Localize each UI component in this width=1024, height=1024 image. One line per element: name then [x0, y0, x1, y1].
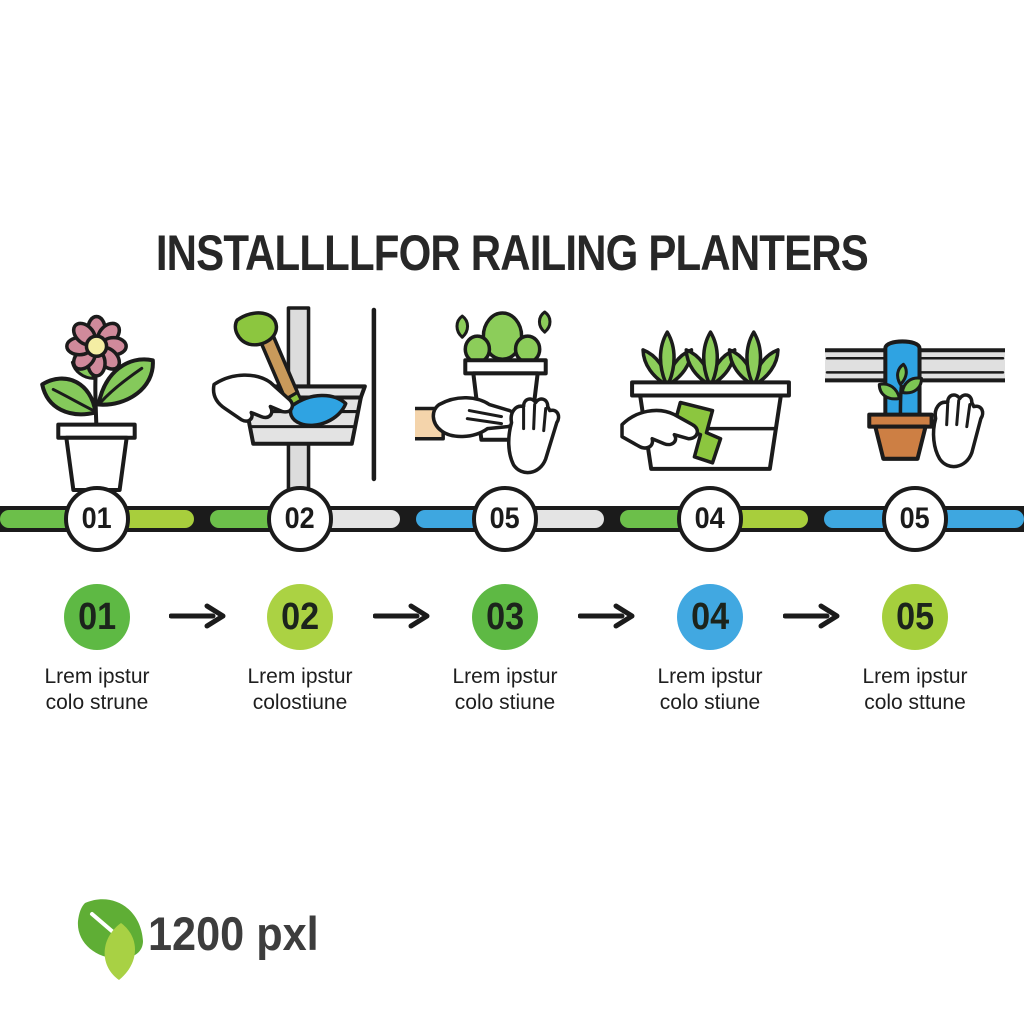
step-caption-5: Lrem ipstur colo sttune: [810, 664, 1020, 716]
step-number-4: 04: [690, 595, 730, 638]
timeline-marker-3-label: 05: [489, 502, 521, 535]
step-caption-3-line1: Lrem ipstur: [452, 665, 558, 688]
timeline-marker-2: 02: [267, 486, 333, 552]
hands-holding-pot-svg: [411, 310, 561, 475]
timeline-marker-4: 04: [677, 486, 743, 552]
trowel-planter-icon: [210, 306, 390, 492]
page-title-text: INSTALLLLFOR RAILING PLANTERS: [155, 225, 869, 281]
step-number-1: 01: [77, 595, 117, 638]
leaf-logo-icon: [55, 893, 150, 983]
step-number-3: 03: [485, 595, 525, 638]
step-caption-1: Lrem ipstur colo strune: [0, 664, 202, 716]
timeline-marker-1: 01: [64, 486, 130, 552]
planter-bracket-icon: [620, 306, 800, 492]
step-circle-4: 04: [677, 584, 743, 650]
brand-text: 1200 pxl: [148, 906, 334, 961]
brand-text-label: 1200 pxl: [148, 907, 319, 960]
arrow-right-icon: [577, 603, 638, 629]
timeline-marker-5: 05: [882, 486, 948, 552]
step-circle-1: 01: [64, 584, 130, 650]
step-circle-2: 02: [267, 584, 333, 650]
planter-bracket-svg: [620, 330, 791, 471]
trowel-planter-svg: [211, 306, 377, 492]
leaf-logo-svg: [77, 899, 143, 980]
step-caption-5-line1: Lrem ipstur: [862, 665, 968, 688]
step-caption-4-line2: colo stiune: [659, 691, 761, 714]
step-caption-3: Lrem ipstur colo stiune: [400, 664, 610, 716]
step-caption-2: Lrem ipstur colostiune: [195, 664, 405, 716]
step-circle-3: 03: [472, 584, 538, 650]
step-caption-4: Lrem ipstur colo stiune: [605, 664, 815, 716]
step-circle-5: 05: [882, 584, 948, 650]
step-number-2: 02: [280, 595, 320, 638]
step-caption-2-line1: Lrem ipstur: [247, 665, 353, 688]
timeline-marker-1-label: 01: [81, 502, 113, 535]
hanging-pot-rail-svg: [818, 339, 1012, 469]
step-caption-1-line1: Lrem ipstur: [44, 665, 150, 688]
arrow-right-icon: [782, 603, 843, 629]
arrow-right-icon: [168, 603, 229, 629]
timeline-marker-2-label: 02: [284, 502, 316, 535]
step-caption-2-line2: colostiune: [252, 691, 348, 714]
step-number-5: 05: [895, 595, 935, 638]
potted-flower-icon: [7, 306, 187, 492]
hands-holding-pot-icon: [411, 306, 595, 492]
timeline-marker-5-label: 05: [899, 502, 931, 535]
arrow-right-icon: [372, 603, 433, 629]
step-caption-3-line2: colo stiune: [454, 691, 556, 714]
step-caption-1-line2: colo strune: [45, 691, 149, 714]
step-caption-5-line2: colo sttune: [864, 691, 966, 714]
timeline-marker-3: 05: [472, 486, 538, 552]
potted-flower-svg: [40, 314, 155, 492]
hanging-pot-rail-icon: [818, 306, 1012, 492]
page-title: INSTALLLLFOR RAILING PLANTERS: [0, 224, 1024, 282]
timeline-marker-4-label: 04: [694, 502, 726, 535]
step-caption-4-line1: Lrem ipstur: [657, 665, 763, 688]
